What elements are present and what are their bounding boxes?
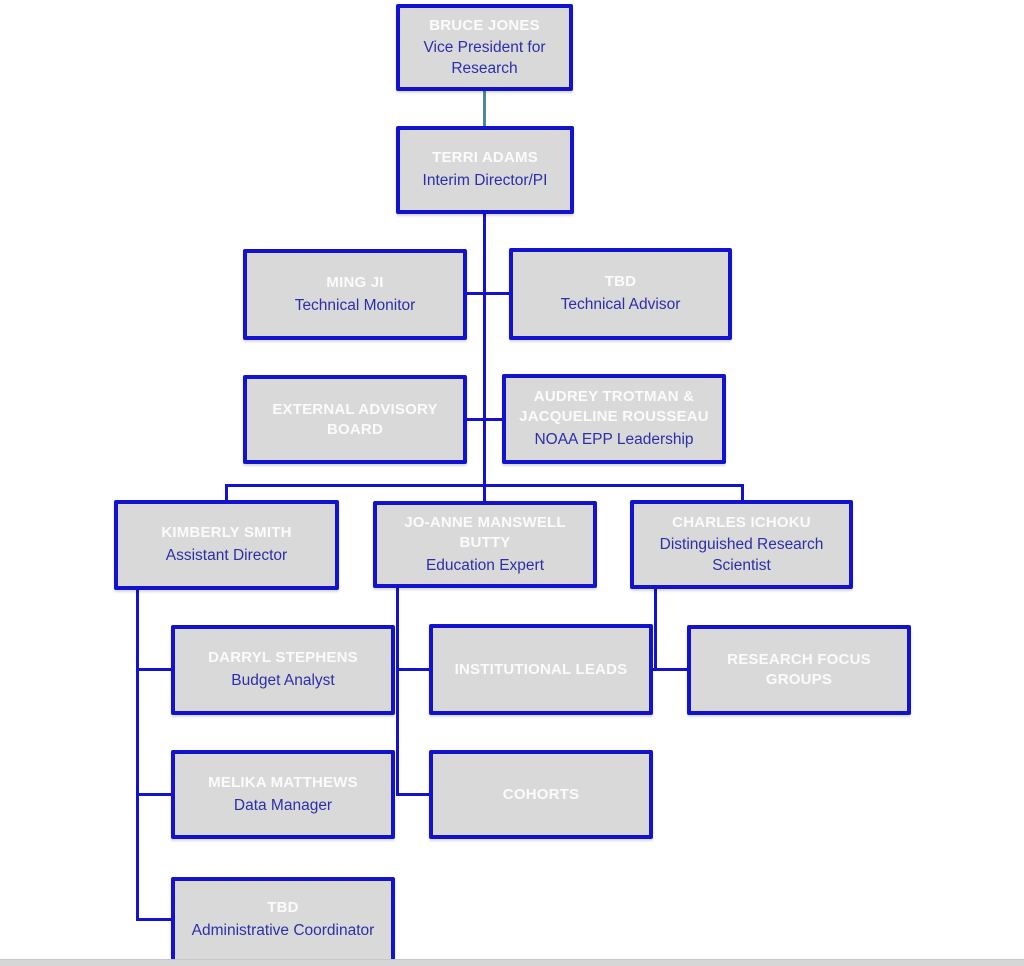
group-name: RESEARCH FOCUS GROUPS	[727, 651, 871, 688]
org-node-research-focus-groups: RESEARCH FOCUS GROUPS	[687, 625, 911, 715]
person-title: Budget Analyst	[231, 672, 335, 690]
connector-stub-cohorts	[396, 793, 431, 796]
person-title: Vice President for Research	[423, 39, 546, 77]
person-name: BRUCE JONES	[429, 16, 540, 34]
connector-ming-tbd-horizontal	[465, 292, 511, 295]
person-title: NOAA EPP Leadership	[534, 431, 694, 449]
connector-terri-main-vertical	[483, 212, 486, 503]
connector-joanne-sub-vertical	[396, 586, 399, 796]
connector-stub-tbd-admin	[136, 918, 173, 921]
person-name: TBD	[267, 899, 299, 917]
connector-stub-melika	[136, 793, 173, 796]
person-name: KIMBERLY SMITH	[161, 524, 292, 542]
page-edge-strip	[0, 959, 1024, 966]
connector-charles-sub-vertical	[654, 587, 657, 671]
connector-stub-research-focus	[651, 668, 689, 671]
connector-bruce-terri	[483, 89, 486, 128]
org-node-bruce-jones: BRUCE JONES Vice President for Research	[396, 4, 573, 91]
org-node-kimberly-smith: KIMBERLY SMITH Assistant Director	[114, 500, 339, 590]
connector-drop-kimberly	[225, 484, 228, 502]
org-node-joanne-manswell-butty: JO-ANNE MANSWELL BUTTY Education Expert	[373, 501, 597, 588]
connector-stub-darryl	[136, 668, 173, 671]
group-name: EXTERNAL ADVISORY BOARD	[272, 400, 438, 438]
person-name: JO-ANNE MANSWELL BUTTY	[404, 513, 566, 551]
org-node-charles-ichoku: CHARLES ICHOKU Distinguished Research Sc…	[630, 500, 853, 589]
connector-drop-charles	[741, 484, 744, 502]
person-title: Assistant Director	[165, 547, 288, 565]
person-title: Technical Monitor	[294, 296, 416, 314]
connector-stub-institutional	[396, 668, 431, 671]
person-name: CHARLES ICHOKU	[672, 513, 811, 531]
org-node-noaa-epp-leadership: AUDREY TROTMAN & JACQUELINE ROUSSEAU NOA…	[502, 374, 726, 464]
person-title: Technical Advisor	[560, 296, 681, 314]
person-title: Administrative Coordinator	[191, 922, 375, 940]
person-name: MING JI	[326, 273, 384, 291]
org-node-tbd-administrative-coordinator: TBD Administrative Coordinator	[171, 877, 395, 963]
org-node-external-advisory-board: EXTERNAL ADVISORY BOARD	[243, 375, 467, 464]
person-title: Distinguished Research Scientist	[659, 536, 824, 574]
org-node-institutional-leads: INSTITUTIONAL LEADS	[429, 624, 653, 715]
person-title: Interim Director/PI	[422, 172, 548, 190]
person-name: MELIKA MATTHEWS	[208, 773, 358, 791]
org-node-ming-ji: MING JI Technical Monitor	[243, 249, 467, 340]
org-node-darryl-stephens: DARRYL STEPHENS Budget Analyst	[171, 625, 395, 715]
person-name: AUDREY TROTMAN & JACQUELINE ROUSSEAU	[519, 388, 709, 426]
person-name: TBD	[604, 273, 637, 291]
group-name: INSTITUTIONAL LEADS	[454, 660, 628, 678]
person-name: TERRI ADAMS	[432, 149, 538, 167]
person-title: Data Manager	[233, 796, 333, 814]
group-name: COHORTS	[502, 785, 580, 803]
org-node-tbd-technical-advisor: TBD Technical Advisor	[509, 248, 732, 340]
connector-eab-noaa-horizontal	[465, 418, 504, 421]
person-name: DARRYL STEPHENS	[208, 649, 358, 667]
org-node-cohorts: COHORTS	[429, 750, 653, 839]
org-node-terri-adams: TERRI ADAMS Interim Director/PI	[396, 126, 574, 214]
connector-branch-horizontal	[225, 484, 744, 487]
person-title: Education Expert	[425, 556, 545, 574]
org-node-melika-matthews: MELIKA MATTHEWS Data Manager	[171, 750, 395, 839]
connector-kimberly-sub-vertical	[136, 588, 139, 921]
